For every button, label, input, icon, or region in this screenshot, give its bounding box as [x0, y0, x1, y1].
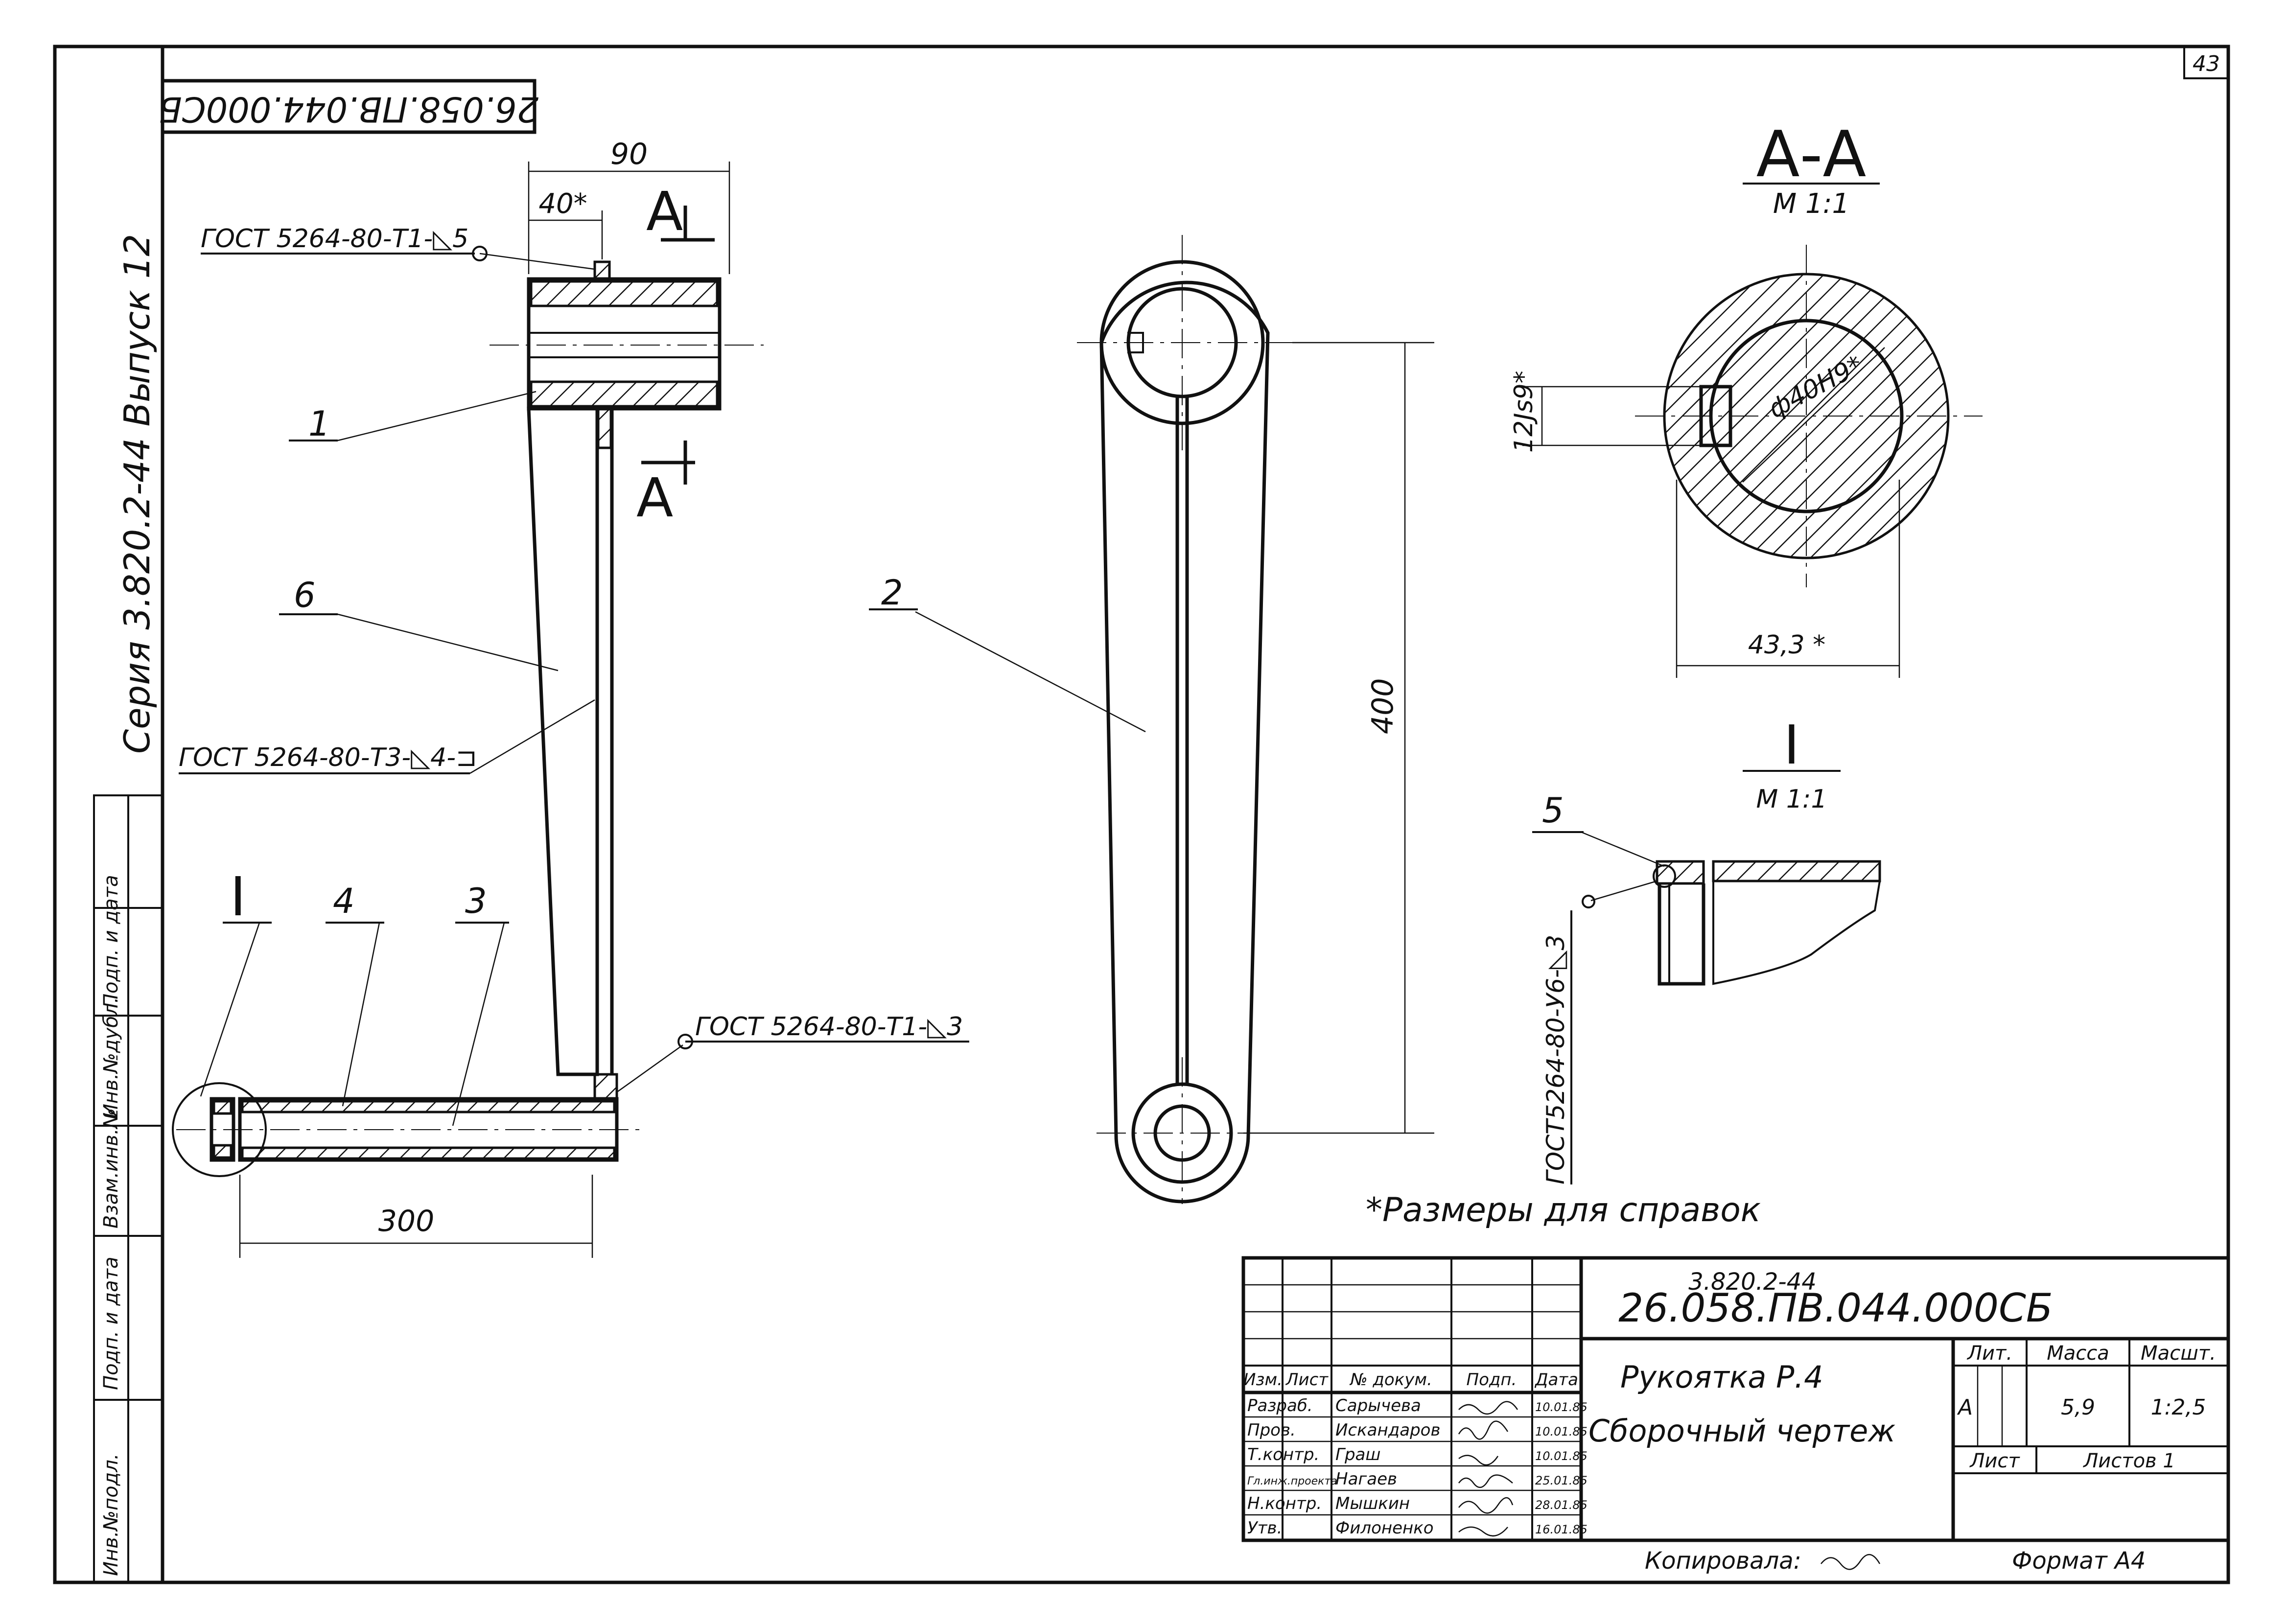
- date-0: 10.01.85: [1535, 1400, 1588, 1414]
- doc-code: 26.058.ПВ.044.000СБ: [1618, 1285, 2053, 1331]
- front-view: [1077, 235, 1292, 1204]
- vertical-code-box: [161, 79, 537, 134]
- copier-signature: [1821, 1554, 1881, 1570]
- name-line2: Сборочный чертеж: [1588, 1413, 1895, 1449]
- hdr-izm: Изм.: [1243, 1370, 1283, 1390]
- role-0: Разраб.: [1247, 1396, 1313, 1415]
- pos-3: 3: [465, 881, 487, 921]
- scale-label: Масшт.: [2141, 1342, 2216, 1365]
- weld-spec-bottom: ГОСТ 5264-80-Т1-◺3: [695, 1012, 963, 1042]
- section-title: А-А: [1756, 117, 1867, 191]
- copied-by: Копировала:: [1645, 1547, 1801, 1575]
- pos-2: 2: [881, 573, 903, 613]
- hub-outline: [527, 277, 722, 411]
- pos-5: 5: [1542, 790, 1564, 831]
- hdr-sign: Подп.: [1467, 1370, 1517, 1390]
- detail-title: I: [1784, 714, 1799, 776]
- side-view: [172, 260, 764, 1177]
- section-scale: М 1:1: [1773, 188, 1849, 220]
- dim-90: 90: [610, 137, 648, 171]
- section-a-a: А-А М 1:1 12Js9* ф40Н9* 43,3 *: [1509, 117, 1983, 678]
- dimensions-side: 90 40* A A 300: [239, 137, 730, 1258]
- weld-spec-detail: ГОСТ5264-80-У6-◺3: [1541, 935, 1570, 1184]
- page-number: 43: [2193, 51, 2220, 76]
- section-mark-top: A: [646, 180, 683, 243]
- stamp-label-3: Инв.№дубл.: [100, 997, 122, 1118]
- stamp-label-1: Подп. и дата: [100, 1257, 122, 1390]
- mass-value: 5,9: [2061, 1395, 2095, 1420]
- name-5: Филоненко: [1335, 1518, 1434, 1538]
- section-mark-bottom: A: [636, 466, 673, 529]
- lit-label: Лит.: [1966, 1342, 2012, 1365]
- hdr-doc: № докум.: [1349, 1370, 1432, 1390]
- dim-key: 12Js9*: [1509, 371, 1539, 453]
- series-code: 3.820.2-44: [1688, 1268, 1817, 1296]
- arm-profile: [527, 407, 599, 1076]
- pos-4: 4: [333, 881, 355, 921]
- stamp-label-0: Инв.№подл.: [100, 1453, 122, 1576]
- detail-i: I М 1:1 5 ГОСТ5264-80-У6-◺3: [1532, 714, 1881, 1184]
- outer-frame: [53, 45, 2230, 1584]
- lit-value: А: [1957, 1395, 1973, 1420]
- page-number-box: [2183, 46, 2229, 79]
- name-1: Искандаров: [1335, 1420, 1441, 1440]
- vertical-code: 26.058.ПВ.044.000СБ: [159, 89, 538, 129]
- mass-label: Масса: [2047, 1342, 2109, 1365]
- date-3: 25.01.85: [1535, 1474, 1588, 1487]
- hdr-date: Дата: [1534, 1370, 1578, 1390]
- stamp-label-2: Взам.инв.№: [100, 1108, 122, 1229]
- role-4: Н.контр.: [1247, 1494, 1322, 1513]
- dim-300: 300: [378, 1204, 435, 1238]
- date-1: 10.01.85: [1535, 1425, 1588, 1438]
- weld-spec-top: ГОСТ 5264-80-Т1-◺5: [201, 224, 468, 254]
- date-2: 10.01.85: [1535, 1449, 1588, 1463]
- hub-wall-bottom: [530, 380, 719, 408]
- title-block: Изм. Лист № докум. Подп. Дата Разраб. Са…: [1241, 1256, 2230, 1542]
- weld-top: [593, 260, 611, 283]
- role-5: Утв.: [1247, 1518, 1282, 1538]
- signatures: [1458, 1401, 1518, 1537]
- name-2: Граш: [1335, 1445, 1380, 1464]
- hub-wall-top: [530, 280, 719, 307]
- detail-scale: М 1:1: [1756, 785, 1827, 814]
- dim-40: 40*: [538, 188, 587, 220]
- role-2: Т.контр.: [1247, 1445, 1319, 1464]
- format: Формат А4: [2012, 1547, 2146, 1575]
- date-4: 28.01.85: [1535, 1498, 1588, 1512]
- dimensions-front: 400 2: [869, 342, 1434, 1134]
- sheets-label: Листов 1: [2082, 1450, 2175, 1472]
- scale-value: 1:2,5: [2151, 1395, 2206, 1420]
- detail-mark: I: [230, 865, 246, 928]
- pos-6: 6: [294, 575, 316, 615]
- detail-circle: [172, 1082, 267, 1177]
- name-3: Нагаев: [1335, 1469, 1397, 1489]
- date-5: 16.01.85: [1535, 1523, 1588, 1536]
- name-0: Сарычева: [1335, 1396, 1421, 1415]
- weld-spec-mid: ГОСТ 5264-80-Т3-◺4-⊐: [179, 743, 477, 772]
- series-label: Серия 3.820.2-44 Выпуск 12: [117, 234, 158, 754]
- stamp-label-4: Подп. и дата: [100, 875, 122, 1008]
- callouts-side: ГОСТ 5264-80-Т1-◺5 1 6 ГОСТ 5264-80-Т3-◺…: [179, 224, 969, 1126]
- name-line1: Рукоятка Р.4: [1620, 1359, 1823, 1395]
- side-stamp: Инв.№подл. Подп. и дата Взам.инв.№ Инв.№…: [93, 794, 163, 1583]
- role-3: Гл.инж.проекта: [1247, 1475, 1337, 1487]
- dim-433: 43,3 *: [1748, 630, 1825, 660]
- role-1: Пров.: [1247, 1420, 1296, 1440]
- sheet-label: Лист: [1969, 1450, 2020, 1472]
- name-4: Мышкин: [1335, 1494, 1410, 1513]
- reference-note: *Размеры для справок: [1366, 1191, 1761, 1230]
- dim-400: 400: [1366, 678, 1400, 734]
- pos-1: 1: [308, 404, 330, 444]
- hdr-list: Лист: [1285, 1370, 1329, 1390]
